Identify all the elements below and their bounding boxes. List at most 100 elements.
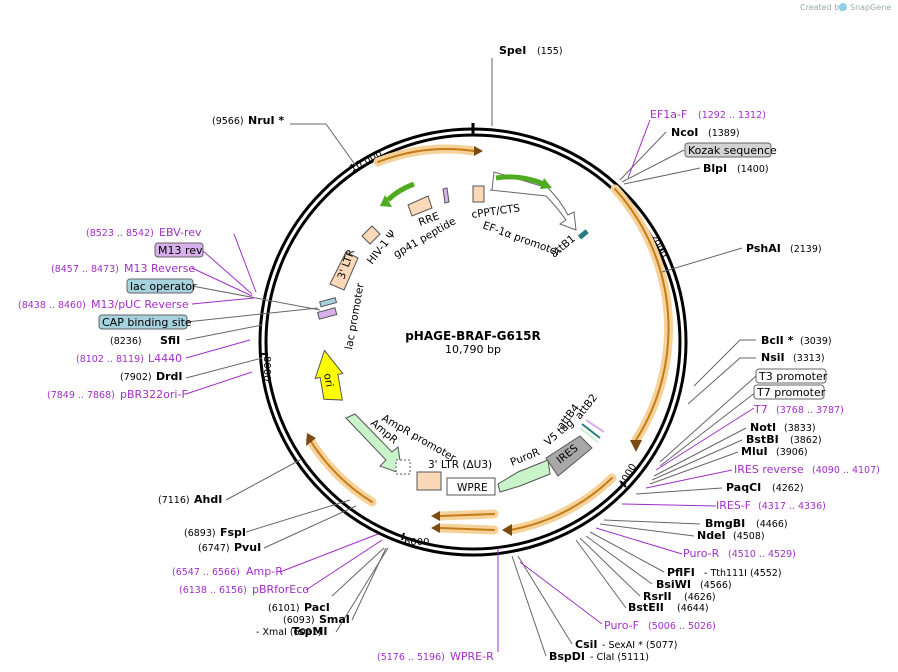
- orf-arc-top-line: [377, 148, 475, 163]
- orf-arc-b-line: [439, 527, 495, 531]
- primer-m13-reverse[interactable]: M13 Reverse: [124, 262, 195, 275]
- enzyme-paqci-pos: (4262): [772, 483, 804, 494]
- primer-ires-f[interactable]: IRES-F: [716, 499, 751, 512]
- leader-m13-rev: [201, 249, 253, 295]
- leader-pflfi: [589, 531, 665, 573]
- enzyme-nrui[interactable]: NruI *: [248, 114, 284, 127]
- enzyme-ahdi[interactable]: AhdI: [194, 493, 222, 506]
- feature-label-lac-promoter: lac promoter: [343, 282, 367, 351]
- enzyme-blpi-pos: (1400): [737, 164, 769, 175]
- enzyme-nsii[interactable]: NsiI: [761, 351, 785, 364]
- enzyme-smai-pos: (6093): [283, 615, 315, 626]
- m13-rev-box[interactable]: [154, 242, 204, 258]
- m13-rev-label[interactable]: M13 rev: [158, 244, 203, 257]
- kozak-label[interactable]: Kozak sequence: [688, 144, 777, 157]
- leader-drdi: [185, 357, 263, 379]
- leader-nsii: [687, 357, 756, 405]
- enzyme-bstbi[interactable]: BstBI: [746, 433, 779, 446]
- primer-ires-reverse[interactable]: IRES reverse: [734, 463, 804, 476]
- attb1-site: [577, 229, 589, 240]
- enzyme-ndei[interactable]: NdeI: [697, 529, 726, 542]
- enzyme-bsiwi[interactable]: BsiWI: [656, 578, 691, 591]
- tick-6000: [401, 532, 405, 541]
- leader-ndei: [599, 523, 695, 537]
- enzyme-pshai-pos: (2139): [790, 244, 822, 255]
- primer-puro-r[interactable]: Puro-R: [683, 547, 720, 560]
- enzyme-csii[interactable]: CsiI: [575, 638, 597, 651]
- lac-operator-box[interactable]: [126, 278, 194, 294]
- primer-ebv-rev[interactable]: EBV-rev: [159, 226, 202, 239]
- cap-binding-box[interactable]: [98, 314, 188, 330]
- enzyme-fspi[interactable]: FspI: [220, 526, 246, 539]
- kozak-box[interactable]: [684, 142, 772, 158]
- leader-ebv-rev: [233, 233, 257, 293]
- t7-promoter-label[interactable]: T7 promoter: [756, 386, 826, 399]
- leader-bcli: [693, 339, 756, 387]
- primer-ires-f-pos: (4317 .. 4336): [758, 501, 826, 512]
- enzyme-paqci[interactable]: PaqCI: [726, 481, 761, 494]
- enzyme-ncoi[interactable]: NcoI: [671, 126, 698, 139]
- t7-promoter-box[interactable]: [753, 384, 825, 400]
- leader-l4440: [185, 339, 251, 359]
- enzyme-pshai[interactable]: PshAI: [746, 242, 781, 255]
- primer-ires-reverse-pos: (4090 .. 4107): [812, 465, 880, 476]
- tick-label-8000: 8000: [261, 356, 272, 381]
- leader-ires-f: [621, 503, 717, 507]
- enzyme-paci[interactable]: PacI: [304, 601, 330, 614]
- orf-arrowhead-b: [431, 523, 440, 533]
- orf-arc-puro-line: [509, 477, 613, 531]
- cap-binding-label[interactable]: CAP binding site: [102, 316, 192, 329]
- t3-promoter-box[interactable]: [755, 368, 827, 384]
- enzyme-noti[interactable]: NotI: [750, 421, 776, 434]
- enzyme-tspmi[interactable]: TspMI: [292, 625, 328, 638]
- primer-ef1a-f[interactable]: EF1a-F: [650, 108, 687, 121]
- primer-t7-pos: (3768 .. 3787): [776, 405, 844, 416]
- v5-tag-site: [585, 419, 605, 433]
- primer-puro-r-pos: (4510 .. 4529): [728, 549, 796, 560]
- leader-bspdi: [511, 555, 547, 657]
- primer-pbrforeco[interactable]: pBRforEco: [252, 583, 309, 596]
- enzyme-blpi[interactable]: BlpI: [703, 162, 727, 175]
- primer-wpre-r[interactable]: WPRE-R: [450, 650, 494, 663]
- primer-amp-r[interactable]: Amp-R: [246, 565, 283, 578]
- primer-l4440[interactable]: L4440: [148, 352, 182, 365]
- enzyme-spei-pos: (155): [537, 46, 563, 57]
- enzyme-pflfi[interactable]: PflFI: [667, 566, 695, 579]
- orf-arc-a-line: [439, 513, 495, 517]
- ori-feature: [314, 349, 344, 401]
- enzyme-bcli[interactable]: BclI *: [761, 334, 794, 347]
- enzyme-bspdi[interactable]: BspDI: [549, 650, 585, 663]
- primer-m13-puc[interactable]: M13/pUC Reverse: [91, 298, 189, 311]
- enzyme-bstbi-pos: (3862): [790, 435, 822, 446]
- enzyme-spei[interactable]: SpeI: [499, 44, 526, 57]
- primer-puro-f[interactable]: Puro-F: [604, 619, 639, 632]
- enzyme-drdi[interactable]: DrdI: [156, 370, 183, 383]
- enzyme-smai[interactable]: SmaI: [319, 613, 350, 626]
- leader-csii: [517, 555, 573, 645]
- enzyme-bsteii[interactable]: BstEII: [628, 601, 664, 614]
- cppt-cts-feature: [472, 185, 485, 203]
- enzyme-mlui[interactable]: MluI: [741, 445, 768, 458]
- feature-label-cppt: cPPT/CTS: [471, 202, 521, 221]
- t3-promoter-label[interactable]: T3 promoter: [758, 370, 828, 383]
- enzyme-rsrii[interactable]: RsrII: [643, 590, 672, 603]
- enzyme-pvui[interactable]: PvuI: [234, 541, 261, 554]
- orf-arrowhead-puro: [502, 524, 512, 536]
- enzyme-bmgbi[interactable]: BmgBI: [705, 517, 745, 530]
- tick-4000: [620, 481, 627, 488]
- feature-label-attb1: attB1: [548, 233, 578, 261]
- lac-operator-label[interactable]: lac operator: [130, 280, 197, 293]
- leader-kozak: [621, 149, 685, 183]
- enzyme-sfii[interactable]: SfiI: [160, 334, 180, 347]
- leader-bsiwi: [585, 535, 653, 585]
- enzyme-bsiwi-pos: (4566): [700, 580, 732, 591]
- feature-label-wpre: WPRE: [457, 482, 488, 494]
- snapgene-logo-icon: [839, 3, 847, 11]
- primer-labels: EF1a-F (1292 .. 1312) (8523 .. 8542) EBV…: [18, 108, 880, 663]
- plasmid-size: 10,790 bp: [445, 343, 501, 356]
- enzyme-csii-pos: - SexAI * (5077): [602, 640, 677, 651]
- credit-brand: SnapGene: [850, 3, 891, 12]
- primer-pbr322ori[interactable]: pBR322ori-F: [120, 388, 188, 401]
- primer-t7[interactable]: T7: [753, 403, 768, 416]
- primer-pbr322ori-pos: (7849 .. 7868): [47, 390, 115, 401]
